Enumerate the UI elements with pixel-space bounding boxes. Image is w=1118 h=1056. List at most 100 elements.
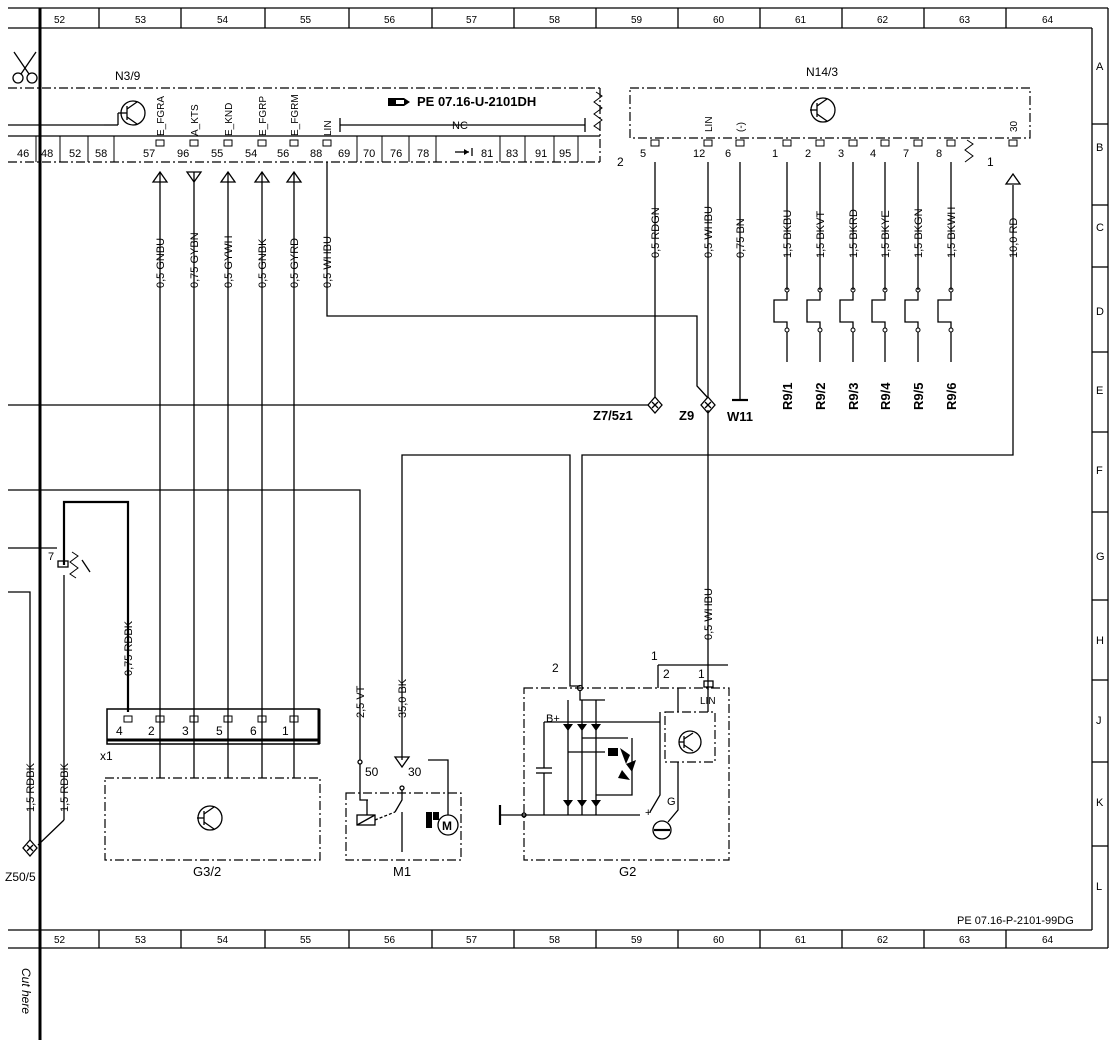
transistor-icon <box>197 805 223 831</box>
column-label-top: 59 <box>631 15 643 26</box>
g3-2-pin: 2 <box>148 724 155 738</box>
g3-2-pin: 4 <box>116 724 123 738</box>
row-label: L <box>1096 881 1102 893</box>
r9-switch-label: R9/1 <box>780 383 795 410</box>
row-label: J <box>1096 715 1102 727</box>
n3-9-label: N3/9 <box>115 69 141 83</box>
wire-label: 35,0 BK <box>397 678 409 718</box>
column-label-top: 52 <box>54 15 66 26</box>
n3-9-pin: 83 <box>506 148 518 160</box>
n3-9-module: N3/9 PE 07.16-U-2101DH NC <box>8 69 603 163</box>
n3-9-reference: PE 07.16-U-2101DH <box>417 94 536 109</box>
g3-2-pin: 3 <box>182 724 189 738</box>
wire-label: 1,5 BKWH <box>946 207 958 258</box>
column-label-top: 63 <box>959 15 971 26</box>
wire-label: 0,5 GYRD <box>289 238 301 288</box>
nc-label: NC <box>452 120 468 132</box>
g2-box-2: 2 <box>663 667 670 681</box>
cut-here-label: Cut here <box>19 968 33 1014</box>
column-label-bottom: 62 <box>877 935 889 946</box>
n14-3-side-number: 1 <box>987 155 994 169</box>
row-label: A <box>1096 61 1104 73</box>
column-label-top: 60 <box>713 15 725 26</box>
svg-text:Z9: Z9 <box>679 408 694 423</box>
g3-2-pin: 1 <box>282 724 289 738</box>
column-label-top: 56 <box>384 15 396 26</box>
n14-3-label: N14/3 <box>806 65 838 79</box>
n14-3-pin: 7 <box>903 148 909 160</box>
wire-label: 0,5 WHBU <box>703 588 715 640</box>
wire-label: 0,5 GNBU <box>155 238 167 288</box>
column-label-top: 58 <box>549 15 561 26</box>
column-label-bottom: 54 <box>217 935 229 946</box>
n3-9-pin: 69 <box>338 148 350 160</box>
reference-pointer-icon <box>388 98 410 106</box>
wire-label: 1,5 BKGN <box>913 208 925 258</box>
n3-9-signal-label: E_FGRM <box>290 94 301 136</box>
m1-starter: 50 30 M M1 <box>345 756 462 879</box>
column-label-bottom: 55 <box>300 935 312 946</box>
g3-2-label: G3/2 <box>193 864 221 879</box>
n14-3-side-number: 2 <box>617 155 624 169</box>
n14-3-signal-label: (-) <box>736 122 747 132</box>
r9-switch-label: R9/2 <box>813 383 828 410</box>
g2-alternator: 2 1 2 1 LIN B+ G + <box>498 649 730 879</box>
m1-pin-30: 30 <box>408 765 422 779</box>
left-connector: 7 <box>48 551 91 579</box>
splice-z50-5: Z50/5 <box>5 839 38 884</box>
wire-label: 2,5 VT <box>355 685 367 718</box>
wire-label: 0,5 RDGN <box>650 207 662 258</box>
wire-label: 0,75 BN <box>735 218 747 258</box>
column-label-top: 53 <box>135 15 147 26</box>
r9-switch-label: R9/5 <box>911 383 926 410</box>
n14-3-pin: 12 <box>693 148 705 160</box>
n3-9-pin: 95 <box>559 148 571 160</box>
column-label-bottom: 58 <box>549 935 561 946</box>
n14-3-pin: 5 <box>640 148 646 160</box>
column-label-bottom: 60 <box>713 935 725 946</box>
transistor-icon <box>810 97 836 123</box>
n3-9-pin: 52 <box>69 148 81 160</box>
column-label-bottom: 53 <box>135 935 147 946</box>
wire-label: 1,5 BKVT <box>815 211 827 258</box>
m1-label: M1 <box>393 864 411 879</box>
svg-text:Z7/5z1: Z7/5z1 <box>593 408 633 423</box>
column-label-top: 55 <box>300 15 312 26</box>
ground-w11-label: W11 <box>727 409 753 424</box>
x1-label: x1 <box>100 749 113 763</box>
column-label-top: 62 <box>877 15 889 26</box>
row-label: D <box>1096 306 1104 318</box>
n14-3-signal-label: 30 <box>1009 120 1020 132</box>
diagram-frame <box>8 7 1109 1040</box>
wire-label: 0,5 WHBU <box>703 206 715 258</box>
n3-9-pin: 58 <box>95 148 107 160</box>
wire-label: 0,5 GYWH <box>223 235 235 288</box>
wire-label: 0,5 GNBK <box>257 238 269 288</box>
column-label-bottom: 56 <box>384 935 396 946</box>
r9-switch-label: R9/3 <box>846 383 861 410</box>
motor-icon: M <box>442 819 452 833</box>
n14-3-pin: 3 <box>838 148 844 160</box>
n3-9-pin: 48 <box>41 148 53 160</box>
column-label-top: 54 <box>217 15 229 26</box>
n3-9-pin: 78 <box>417 148 429 160</box>
g2-pin-2: 2 <box>552 661 559 675</box>
n14-3-pin: 8 <box>936 148 942 160</box>
column-label-bottom: 57 <box>466 935 478 946</box>
svg-text:7: 7 <box>48 551 54 563</box>
n3-9-pin: 96 <box>177 148 189 160</box>
n3-9-pin: 88 <box>310 148 322 160</box>
wire-routes <box>8 162 1014 846</box>
row-label: E <box>1096 385 1103 397</box>
column-label-bottom: 59 <box>631 935 643 946</box>
wire-label: 1,5 BKYE <box>880 210 892 258</box>
column-label-bottom: 52 <box>54 935 66 946</box>
n3-9-pin: 76 <box>390 148 402 160</box>
n3-9-pin: 46 <box>17 148 29 160</box>
